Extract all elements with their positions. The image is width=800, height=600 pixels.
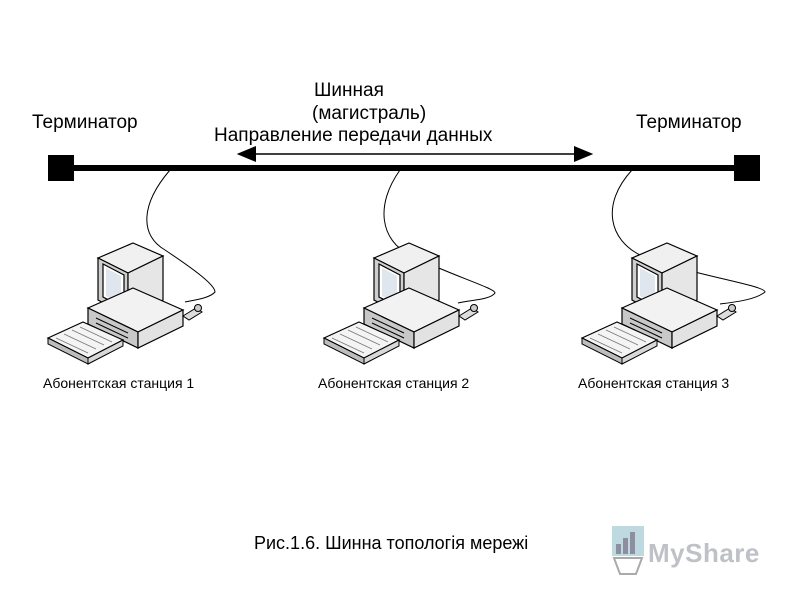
terminator-left-label: Терминатор	[32, 112, 138, 133]
terminator-right-label: Терминатор	[636, 112, 742, 133]
station-label-2: Абонентская станция 2	[318, 375, 470, 391]
drop-cable-3	[611, 169, 766, 305]
direction-label: Направление передачи данных	[214, 125, 493, 146]
bus-label-line1: Шинная	[314, 80, 384, 101]
watermark-logo-icon	[612, 526, 644, 575]
drop-cable-2	[383, 169, 496, 304]
station-label-3: Абонентская станция 3	[578, 375, 730, 391]
drop-cable-1	[146, 169, 216, 303]
watermark-text: MyShare	[648, 538, 760, 568]
terminator-right-block	[734, 155, 760, 181]
myshare-watermark: MyShare	[608, 524, 768, 576]
terminator-left-block	[48, 155, 74, 181]
station-label-1: Абонентская станция 1	[43, 375, 195, 391]
bus-label-line2: (магистраль)	[312, 103, 427, 124]
computer-station-3	[581, 242, 737, 365]
computer-station-2	[323, 242, 479, 365]
computer-station-1	[47, 242, 203, 365]
figure-caption: Рис.1.6. Шинна топологія мережі	[254, 533, 529, 553]
